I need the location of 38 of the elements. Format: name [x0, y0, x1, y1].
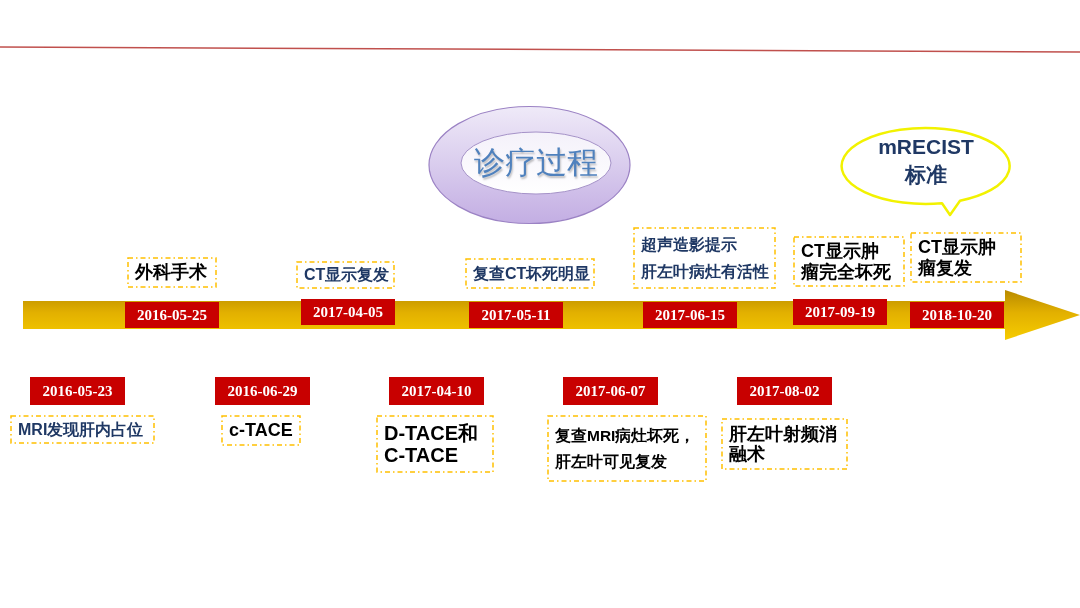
event-box: [296, 261, 395, 289]
event-text: D-TACE和C-TACE: [384, 421, 480, 467]
date-tag: 2017-04-05: [301, 299, 395, 325]
title: 诊疗过程: [473, 144, 599, 182]
speech-bubble: mRECIST 标准: [840, 124, 1012, 217]
event-box: [10, 415, 155, 444]
timeline-arrow: [23, 289, 1080, 341]
event-text: 复查MRI病灶坏死，: [555, 426, 696, 444]
event-text: 肝左叶病灶有活性: [641, 263, 769, 281]
event-box: [793, 236, 905, 287]
event-text: 肝左叶射频消融术: [729, 423, 838, 465]
date-tag: 2017-06-15: [643, 302, 737, 328]
event-box: [721, 418, 848, 470]
date-tag: 2017-04-10: [389, 377, 484, 405]
date-tag: 2017-05-11: [469, 302, 563, 328]
event-box: [221, 415, 301, 446]
event-text: 肝左叶可见复发: [555, 453, 667, 471]
event-text: 复查CT坏死明显: [473, 264, 591, 283]
event-text: MRI发现肝内占位: [18, 420, 144, 439]
event-box: [465, 258, 595, 289]
date-tag: 2016-06-29: [215, 377, 310, 405]
event-text: c-TACE: [229, 420, 293, 441]
event-box: [633, 227, 776, 289]
event-text: 外科手术: [135, 262, 207, 283]
date-tag: 2016-05-25: [125, 302, 219, 328]
event-box: [547, 415, 707, 482]
event-box: [127, 257, 217, 288]
event-text: CT显示复发: [304, 266, 390, 284]
event-text: 超声造影提示: [641, 235, 737, 253]
event-text: CT显示肿瘤完全坏死: [801, 241, 892, 282]
date-tag: 2017-06-07: [563, 377, 658, 405]
event-box: [376, 415, 494, 473]
date-tag: 2016-05-23: [30, 377, 125, 405]
event-box: [910, 232, 1022, 283]
date-tag: 2017-09-19: [793, 299, 887, 325]
date-tag: 2018-10-20: [910, 302, 1004, 328]
date-tag: 2017-08-02: [737, 377, 832, 405]
event-text: CT显示肿瘤复发: [918, 237, 997, 278]
